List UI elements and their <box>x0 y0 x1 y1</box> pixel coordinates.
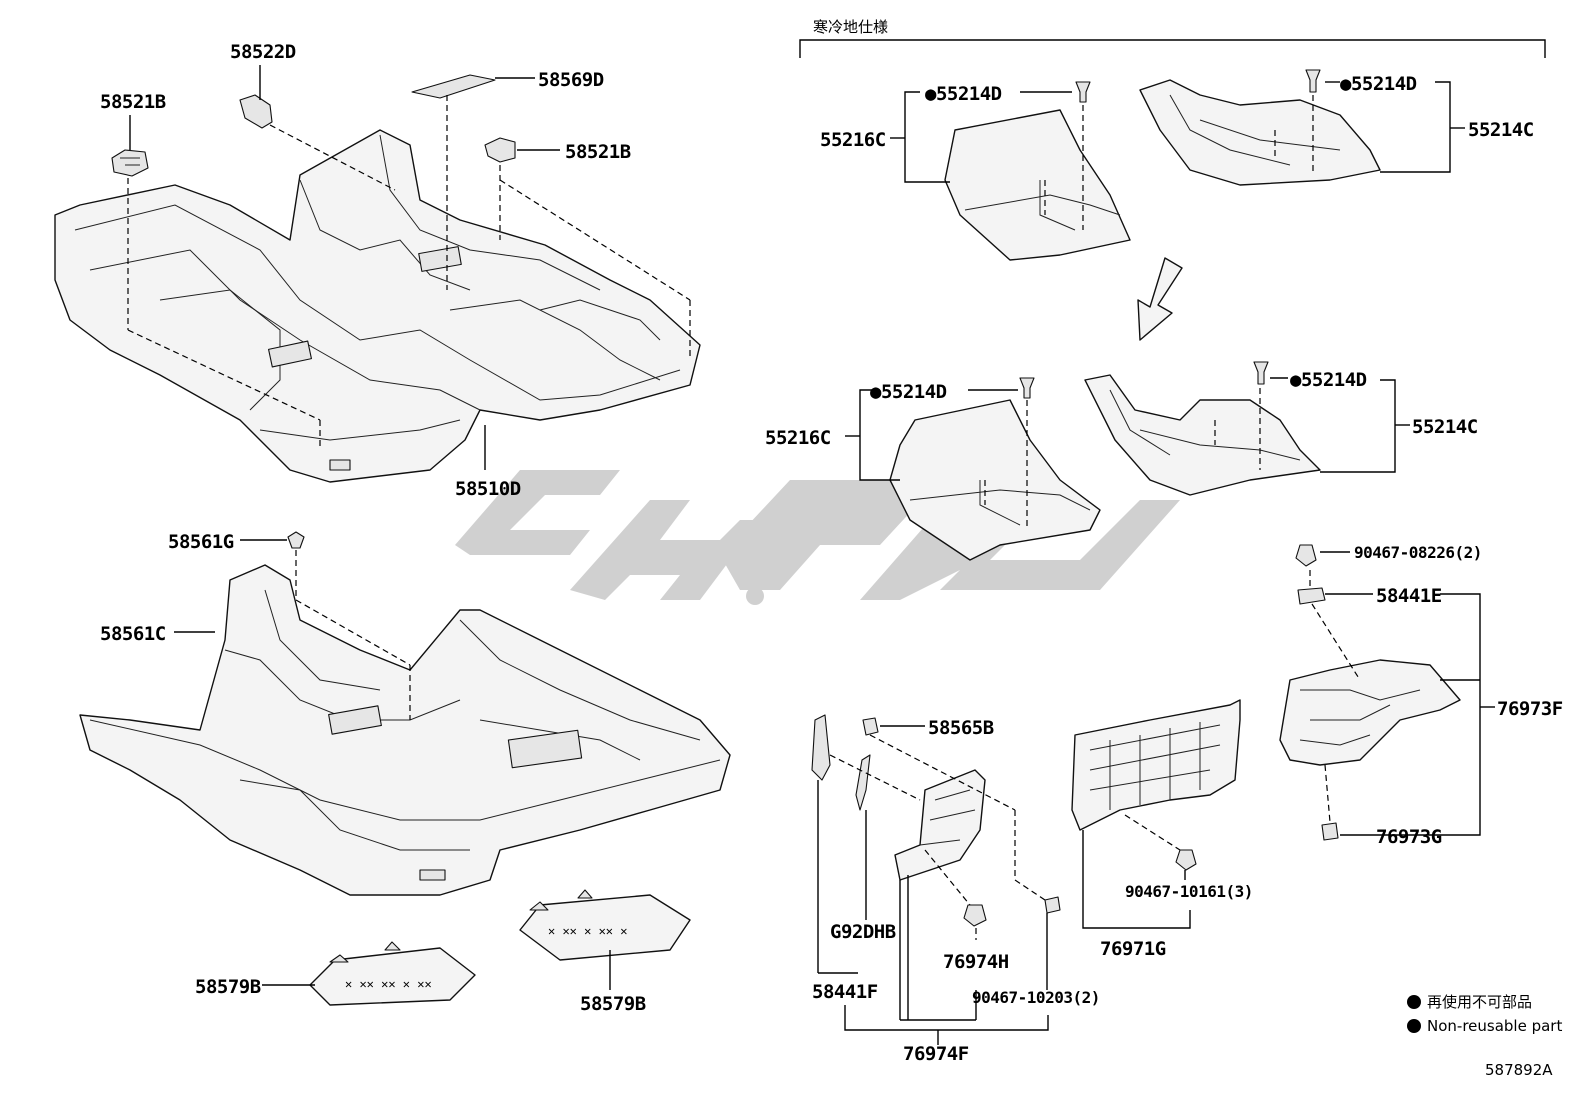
label-90467-08226: 90467-08226(2) <box>1354 543 1482 562</box>
clip-76974h <box>963 904 987 927</box>
clip-76973g <box>1321 822 1339 841</box>
label-g92dhb: G92DHB <box>830 921 896 943</box>
label-76973g: 76973G <box>1376 826 1442 848</box>
plate-58569d <box>411 74 496 99</box>
legend-text-en: Non-reusable part <box>1427 1017 1562 1035</box>
leaders-76971g <box>1082 830 1191 929</box>
clip-55214d-1 <box>1075 81 1091 103</box>
label-58579b-left: 58579B <box>195 976 261 998</box>
clip-90467-10203 <box>1044 896 1061 914</box>
cover-55214c-top <box>1139 79 1381 186</box>
label-55216c-1: 55216C <box>820 129 886 151</box>
clip-55214d-4 <box>1253 361 1269 385</box>
trim-76973f <box>1279 659 1461 766</box>
diagram-id: 587892A <box>1485 1061 1553 1079</box>
label-55214d-2: ●55214D <box>1340 73 1417 95</box>
label-76974h: 76974H <box>943 951 1009 973</box>
legend-text-jp: 再使用不可部品 <box>1427 993 1532 1011</box>
cold-spec-heading: 寒冷地仕様 <box>813 18 888 36</box>
label-76971g: 76971G <box>1100 938 1166 960</box>
label-58521b-left: 58521B <box>100 91 166 113</box>
strip-58441f <box>811 714 831 781</box>
clip-55214d-3 <box>1019 377 1035 399</box>
label-58522d: 58522D <box>230 41 296 63</box>
label-58569d: 58569D <box>538 69 604 91</box>
clip-58565b <box>862 717 925 736</box>
label-76974f: 76974F <box>903 1043 969 1065</box>
label-55214c-2: 55214C <box>1412 416 1478 438</box>
label-90467-10161: 90467-10161(3) <box>1125 882 1253 901</box>
label-58579b-right: 58579B <box>580 993 646 1015</box>
clip-58441e <box>1297 587 1373 605</box>
label-55214c-1: 55214C <box>1468 119 1534 141</box>
legend-dot-jp <box>1407 995 1421 1009</box>
label-55214d-3: ●55214D <box>870 381 947 403</box>
clip-58521b-left <box>111 149 149 177</box>
leaders-bottom-right <box>1309 570 1495 836</box>
carpet-58510d <box>54 129 701 483</box>
label-58561c: 58561C <box>100 623 166 645</box>
svg-text:✕ ✕✕ ✕✕ ✕ ✕✕: ✕ ✕✕ ✕✕ ✕ ✕✕ <box>345 977 432 991</box>
label-55214d-1: ●55214D <box>925 83 1002 105</box>
leaders-lower-left <box>174 539 411 720</box>
label-76973f: 76973F <box>1497 698 1563 720</box>
cold-spec-bracket <box>799 39 1546 58</box>
cover-55216c-top <box>944 109 1131 261</box>
leaders-mats <box>262 950 611 990</box>
panel-76971g <box>1071 699 1241 831</box>
clip-55214d-2 <box>1305 69 1321 93</box>
clip-58561g <box>287 531 305 549</box>
svg-text:✕ ✕✕ ✕ ✕✕ ✕: ✕ ✕✕ ✕ ✕✕ ✕ <box>548 924 627 938</box>
mat-58579b-left: ✕ ✕✕ ✕✕ ✕ ✕✕ <box>309 941 476 1006</box>
clip-58521b-right <box>484 137 516 163</box>
mat-58579b-right: ✕ ✕✕ ✕ ✕✕ ✕ <box>519 889 691 961</box>
bolt-90467-08226 <box>1295 544 1350 567</box>
leaders-bottom-mid <box>817 734 1049 1045</box>
leaders-middle-right <box>845 377 1410 530</box>
label-58441e: 58441E <box>1376 585 1442 607</box>
label-55216c-2: 55216C <box>765 427 831 449</box>
label-58565b: 58565B <box>928 717 994 739</box>
label-58561g: 58561G <box>168 531 234 553</box>
seal-g92dhb <box>855 754 871 811</box>
leaders-upper-right <box>890 81 1465 230</box>
label-58521b-right: 58521B <box>565 141 631 163</box>
direction-arrow <box>1137 257 1183 341</box>
label-55214d-4: ●55214D <box>1290 369 1367 391</box>
cover-55214c-bottom <box>1084 374 1321 496</box>
carpet-58561c <box>79 564 731 896</box>
label-58510d: 58510D <box>455 478 521 500</box>
leaders-top-left <box>127 65 691 470</box>
clip-58522d <box>239 94 273 129</box>
legend-dot-en <box>1407 1019 1421 1033</box>
label-58441f: 58441F <box>812 981 878 1003</box>
bolt-90467-10161 <box>1124 814 1197 880</box>
bracket-76974f <box>894 769 986 881</box>
label-90467-10203: 90467-10203(2) <box>972 988 1100 1007</box>
